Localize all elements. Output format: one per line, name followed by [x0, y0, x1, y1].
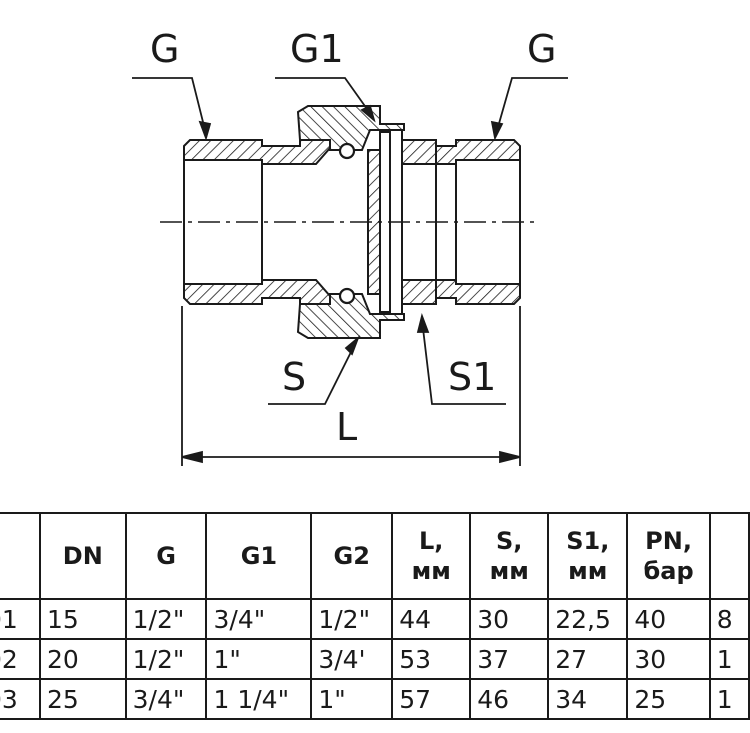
cell-extra: 1 [708, 638, 750, 680]
fitting-body [160, 105, 540, 339]
cell-pn: 40 [626, 598, 711, 640]
cell-pn: 25 [626, 678, 711, 720]
header-dn: DN [38, 512, 127, 600]
label-l: L [336, 405, 357, 449]
drawing-labels: G G1 G S S1 L [150, 27, 556, 449]
header-l: L, мм [391, 512, 472, 600]
header-pn: PN, бар [626, 512, 711, 600]
label-g1: G1 [290, 27, 344, 71]
fitting-drawing: G G1 G S S1 L [132, 27, 568, 466]
cell-extra: 1 [708, 678, 750, 720]
cell-l: 44 [391, 598, 472, 640]
table-header-row: DN G G1 G2 L, мм S, мм S1, мм PN, бар [0, 512, 750, 600]
table-row: 03 25 3/4" 1 1/4" 1" 57 46 34 25 1 [0, 678, 750, 720]
cell-g: 3/4" [124, 678, 208, 720]
header-cell [708, 512, 750, 600]
cell-g: 1/2" [124, 598, 208, 640]
cell-extra: 8 [708, 598, 750, 640]
label-s1: S1 [448, 355, 496, 399]
label-g-left: G [150, 27, 179, 71]
table-row: 02 20 1/2" 1" 3/4' 53 37 27 30 1 [0, 638, 750, 680]
label-s: S [282, 355, 306, 399]
cell-s1: 22,5 [547, 598, 629, 640]
cell-l: 57 [391, 678, 472, 720]
cell-s1: 27 [547, 638, 629, 680]
cell-s: 30 [469, 598, 550, 640]
header-s: S, мм [469, 512, 550, 600]
cell-g2: 1/2" [310, 598, 394, 640]
cell-g1: 1" [205, 638, 313, 680]
cell-g2: 3/4' [310, 638, 394, 680]
cell-g2: 1" [310, 678, 394, 720]
cell-g1: 3/4" [205, 598, 313, 640]
spec-table: DN G G1 G2 L, мм S, мм S1, мм PN, бар 01… [0, 512, 750, 720]
cell-code: 02 [0, 638, 41, 680]
header-g: G [124, 512, 208, 600]
cell-dn: 15 [38, 598, 127, 640]
spec-table-wrapper: DN G G1 G2 L, мм S, мм S1, мм PN, бар 01… [0, 512, 750, 720]
header-cell [0, 512, 41, 600]
dimension-lines [132, 77, 568, 466]
cell-dn: 20 [38, 638, 127, 680]
cell-code: 03 [0, 678, 41, 720]
cell-pn: 30 [626, 638, 711, 680]
cell-g: 1/2" [124, 638, 208, 680]
cell-s1: 34 [547, 678, 629, 720]
cell-dn: 25 [38, 678, 127, 720]
table-row: 01 15 1/2" 3/4" 1/2" 44 30 22,5 40 8 [0, 598, 750, 640]
label-g-right: G [527, 27, 556, 71]
header-g2: G2 [310, 512, 394, 600]
header-g1: G1 [205, 512, 313, 600]
header-s1: S1, мм [547, 512, 629, 600]
cell-code: 01 [0, 598, 41, 640]
cell-s: 46 [469, 678, 550, 720]
cell-g1: 1 1/4" [205, 678, 313, 720]
cell-l: 53 [391, 638, 472, 680]
cell-s: 37 [469, 638, 550, 680]
